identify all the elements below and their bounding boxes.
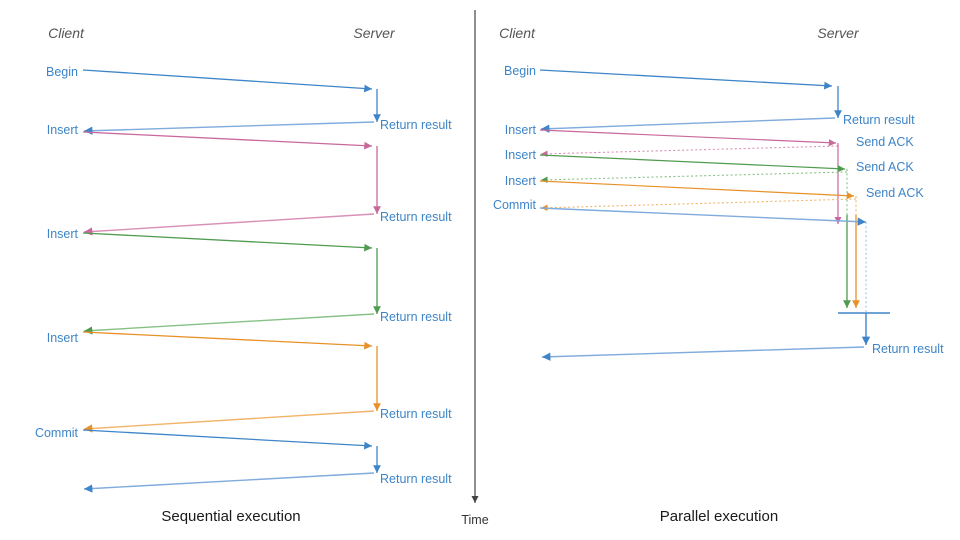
right-arrow-ack-pink bbox=[540, 145, 839, 158]
right-label-insert-1: Insert bbox=[505, 123, 537, 137]
right-message-return-final: Return result bbox=[541, 342, 944, 361]
left-arrow-commit bbox=[82, 429, 373, 450]
left-label-return-2: Return result bbox=[380, 210, 452, 224]
right-arrow-insert-3 bbox=[539, 180, 855, 200]
left-label-return-4: Return result bbox=[380, 407, 452, 421]
left-message-insert-1: Insert bbox=[47, 123, 373, 150]
parallel-panel: Client Server Begin Return result Insert… bbox=[493, 25, 944, 525]
right-label-commit: Commit bbox=[493, 198, 537, 212]
left-label-return-1: Return result bbox=[380, 118, 452, 132]
right-message-ack-green: Send ACK bbox=[540, 160, 914, 184]
left-message-return-5: Return result bbox=[83, 472, 452, 493]
left-label-begin: Begin bbox=[46, 65, 78, 79]
right-arrow-commit bbox=[539, 207, 867, 226]
right-message-insert-3: Insert bbox=[505, 174, 855, 200]
left-arrow-insert-2 bbox=[82, 232, 373, 252]
left-actor-server: Server bbox=[353, 25, 396, 41]
right-label-insert-2: Insert bbox=[505, 148, 537, 162]
right-label-begin: Begin bbox=[504, 64, 536, 78]
left-message-begin: Begin bbox=[46, 65, 373, 93]
left-arrow-insert-3 bbox=[82, 331, 373, 350]
right-message-commit: Commit bbox=[493, 198, 867, 226]
left-message-commit: Commit bbox=[35, 426, 373, 450]
left-label-insert-2: Insert bbox=[47, 227, 79, 241]
right-message-ack-pink: Send ACK bbox=[540, 135, 914, 158]
left-label-insert-1: Insert bbox=[47, 123, 79, 137]
left-message-insert-3: Insert bbox=[47, 331, 373, 350]
left-message-return-3: Return result bbox=[83, 310, 452, 335]
right-label-return-1: Return result bbox=[843, 113, 915, 127]
right-arrow-return-final bbox=[541, 346, 865, 361]
right-label-ack-pink: Send ACK bbox=[856, 135, 914, 149]
time-axis: Time bbox=[461, 10, 489, 527]
right-arrow-insert-1 bbox=[539, 129, 837, 147]
left-message-insert-2: Insert bbox=[47, 227, 373, 252]
right-label-ack-green: Send ACK bbox=[856, 160, 914, 174]
sequential-panel: Client Server Begin Return result Insert bbox=[35, 25, 452, 525]
right-label-return-final: Return result bbox=[872, 342, 944, 356]
left-arrow-begin bbox=[82, 69, 373, 93]
left-label-commit: Commit bbox=[35, 426, 79, 440]
right-actor-server: Server bbox=[817, 25, 860, 41]
right-message-insert-2: Insert bbox=[505, 148, 846, 173]
right-message-return-1: Return result bbox=[540, 113, 915, 133]
left-arrow-return-4 bbox=[83, 410, 375, 433]
left-arrow-return-1 bbox=[83, 121, 375, 135]
left-arrow-return-5 bbox=[83, 472, 375, 493]
time-axis-label: Time bbox=[461, 513, 488, 527]
left-message-return-4: Return result bbox=[83, 407, 452, 433]
left-arrow-insert-1 bbox=[82, 131, 373, 150]
right-arrow-return-1 bbox=[540, 117, 836, 133]
right-label-ack-orange: Send ACK bbox=[866, 186, 924, 200]
right-message-insert-1: Insert bbox=[505, 123, 837, 147]
right-message-ack-orange: Send ACK bbox=[540, 186, 924, 212]
right-arrow-ack-green bbox=[540, 171, 848, 184]
left-actor-client: Client bbox=[48, 25, 85, 41]
left-caption: Sequential execution bbox=[161, 508, 300, 525]
left-arrow-return-2 bbox=[83, 213, 375, 236]
left-label-return-5: Return result bbox=[380, 472, 452, 486]
left-message-return-1: Return result bbox=[83, 118, 452, 135]
left-message-return-2: Return result bbox=[83, 210, 452, 236]
left-label-insert-3: Insert bbox=[47, 331, 79, 345]
right-caption: Parallel execution bbox=[660, 508, 778, 525]
left-arrow-return-3 bbox=[83, 313, 375, 335]
right-arrow-begin bbox=[539, 69, 833, 90]
right-actor-client: Client bbox=[499, 25, 536, 41]
right-arrow-insert-2 bbox=[539, 154, 846, 173]
right-label-insert-3: Insert bbox=[505, 174, 537, 188]
left-label-return-3: Return result bbox=[380, 310, 452, 324]
right-message-begin: Begin bbox=[504, 64, 833, 90]
right-arrow-ack-orange bbox=[540, 198, 857, 212]
